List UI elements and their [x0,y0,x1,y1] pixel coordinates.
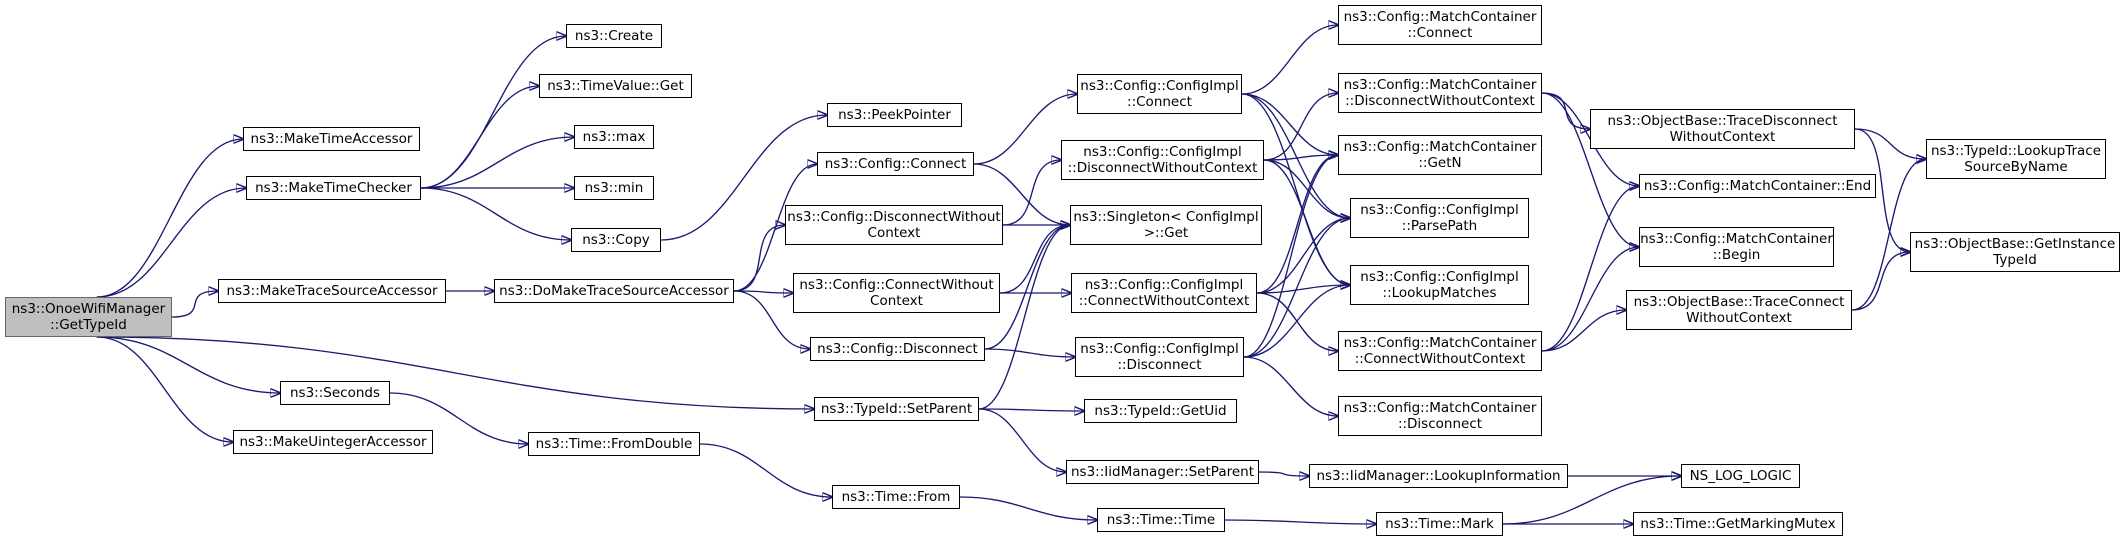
node-min[interactable]: ns3::min [574,176,654,200]
edge-mcConnectWC-to-obTraceConnectWC [1541,310,1626,352]
node-makeTimeChecker[interactable]: ns3::MakeTimeChecker [246,176,421,200]
edge-root-to-makeTraceSourceAccessor [171,291,218,318]
edge-seconds-to-fromDouble [389,392,528,444]
node-implConnectWC[interactable]: ns3::Config::ConfigImpl ::ConnectWithout… [1071,273,1257,313]
node-doMakeTSA[interactable]: ns3::DoMakeTraceSourceAccessor [494,279,734,303]
node-mcConnectWC[interactable]: ns3::Config::MatchContainer ::ConnectWit… [1338,331,1542,371]
node-configDisconnect[interactable]: ns3::Config::Disconnect [810,337,985,361]
node-mcBegin[interactable]: ns3::Config::MatchContainer ::Begin [1639,227,1834,267]
edge-doMakeTSA-to-configConnectWC [733,291,793,293]
edge-setParent-to-iidSetParent [978,408,1066,472]
edge-root-to-setParent [96,336,814,409]
edge-implConnectWC-to-mcConnectWC [1256,292,1338,351]
edge-obTraceConnectWC-to-lookupTraceSource [1851,159,1926,311]
node-makeUintegerAccessor[interactable]: ns3::MakeUintegerAccessor [233,430,433,454]
edge-copy-to-peekPointer [660,115,827,241]
edge-implDisconnect-to-lookupMatches [1243,285,1350,358]
edge-implConnect-to-lookupMatches [1241,93,1350,285]
node-timeMark[interactable]: ns3::Time::Mark [1376,512,1503,536]
edge-timeFrom-to-timeTime [959,496,1097,520]
edge-mcConnectWC-to-mcBegin [1541,247,1639,352]
edge-root-to-makeTimeChecker [96,188,246,298]
node-max[interactable]: ns3::max [574,125,654,149]
edge-makeTimeChecker-to-max [420,137,574,189]
node-mcEnd[interactable]: ns3::Config::MatchContainer::End [1639,174,1876,198]
edge-doMakeTSA-to-configDisconnect [733,290,810,349]
node-root[interactable]: ns3::OnoeWifiManager ::GetTypeId [5,297,172,337]
edge-configConnectWC-to-singletonGet [999,225,1070,294]
edge-obTraceDisconnectWC-to-lookupTraceSource [1854,128,1926,159]
node-seconds[interactable]: ns3::Seconds [280,381,390,405]
node-nsLogLogic[interactable]: NS_LOG_LOGIC [1681,464,1800,488]
edge-obTraceConnectWC-to-getInstanceTypeId [1851,252,1910,311]
edge-configDisconnectWC-to-implDisconnectWC [1002,160,1061,226]
node-obTraceDisconnectWC[interactable]: ns3::ObjectBase::TraceDisconnect Without… [1590,109,1855,149]
node-timeValueGet[interactable]: ns3::TimeValue::Get [539,74,692,98]
node-makeTimeAccessor[interactable]: ns3::MakeTimeAccessor [243,127,420,151]
edge-implDisconnectWC-to-mcGetN [1263,155,1338,161]
edge-timeTime-to-timeMark [1224,520,1376,524]
edge-implDisconnect-to-parsePath [1243,218,1350,358]
edge-mcConnectWC-to-mcEnd [1541,186,1639,352]
node-configConnect[interactable]: ns3::Config::Connect [817,152,974,176]
node-setParent[interactable]: ns3::TypeId::SetParent [814,397,979,421]
node-obTraceConnectWC[interactable]: ns3::ObjectBase::TraceConnect WithoutCon… [1626,290,1852,330]
edge-timeMark-to-nsLogLogic [1502,476,1681,525]
node-lookupMatches[interactable]: ns3::Config::ConfigImpl ::LookupMatches [1350,265,1529,305]
edge-implDisconnect-to-mcDisconnect [1243,356,1338,416]
edge-implDisconnect-to-mcGetN [1243,155,1338,358]
node-singletonGet[interactable]: ns3::Singleton< ConfigImpl >::Get [1070,205,1262,245]
node-parsePath[interactable]: ns3::Config::ConfigImpl ::ParsePath [1350,198,1529,238]
edge-implConnectWC-to-lookupMatches [1256,285,1350,294]
edge-root-to-makeTimeAccessor [96,139,243,298]
edge-implConnect-to-mcGetN [1241,93,1338,155]
edge-root-to-seconds [96,336,280,393]
edge-implConnect-to-mcConnect [1241,25,1338,95]
node-implDisconnect[interactable]: ns3::Config::ConfigImpl ::Disconnect [1075,337,1244,377]
node-mcDisconnectWC[interactable]: ns3::Config::MatchContainer ::Disconnect… [1338,73,1542,113]
edge-implConnectWC-to-parsePath [1256,218,1350,294]
node-implConnect[interactable]: ns3::Config::ConfigImpl ::Connect [1077,74,1242,114]
edge-configDisconnect-to-singletonGet [984,225,1070,350]
node-timeFrom[interactable]: ns3::Time::From [832,485,960,509]
node-fromDouble[interactable]: ns3::Time::FromDouble [528,432,700,456]
edge-iidSetParent-to-lookupInformation [1258,472,1309,476]
edge-mcDisconnectWC-to-mcBegin [1541,92,1639,247]
node-mcGetN[interactable]: ns3::Config::MatchContainer ::GetN [1338,135,1542,175]
edge-implDisconnectWC-to-parsePath [1263,159,1350,218]
node-configConnectWC[interactable]: ns3::Config::ConnectWithout Context [793,273,1000,313]
edge-root-to-makeUintegerAccessor [96,336,233,442]
node-iidSetParent[interactable]: ns3::IidManager::SetParent [1066,460,1259,484]
node-configDisconnectWC[interactable]: ns3::Config::DisconnectWithout Context [785,205,1003,245]
edge-doMakeTSA-to-configDisconnectWC [733,225,785,292]
node-getInstanceTypeId[interactable]: ns3::ObjectBase::GetInstance TypeId [1910,232,2120,272]
node-copy[interactable]: ns3::Copy [571,228,661,252]
node-makeTraceSourceAccessor[interactable]: ns3::MakeTraceSourceAccessor [218,279,446,303]
edge-makeTimeChecker-to-copy [420,187,571,240]
edge-implDisconnectWC-to-mcDisconnectWC [1263,93,1338,161]
node-mcDisconnect[interactable]: ns3::Config::MatchContainer ::Disconnect [1338,396,1542,436]
edge-obTraceDisconnectWC-to-getInstanceTypeId [1854,128,1910,252]
edge-configConnect-to-implConnect [973,94,1077,165]
edge-fromDouble-to-timeFrom [699,443,832,497]
edge-implConnect-to-parsePath [1241,93,1350,218]
node-lookupTraceSource[interactable]: ns3::TypeId::LookupTrace SourceByName [1926,139,2106,179]
node-getMarkingMutex[interactable]: ns3::Time::GetMarkingMutex [1633,512,1843,536]
node-peekPointer[interactable]: ns3::PeekPointer [827,103,962,127]
edge-configDisconnect-to-implDisconnect [984,348,1075,357]
edge-setParent-to-singletonGet [978,225,1070,410]
node-getUid[interactable]: ns3::TypeId::GetUid [1084,399,1237,423]
node-implDisconnectWC[interactable]: ns3::Config::ConfigImpl ::DisconnectWith… [1061,140,1264,180]
edge-implDisconnectWC-to-lookupMatches [1263,159,1350,285]
node-timeTime[interactable]: ns3::Time::Time [1097,508,1225,532]
edge-implConnectWC-to-mcGetN [1256,155,1338,294]
node-mcConnect[interactable]: ns3::Config::MatchContainer ::Connect [1338,5,1542,45]
edge-makeTimeChecker-to-timeValueGet [420,86,539,189]
edge-setParent-to-getUid [978,409,1084,411]
node-lookupInformation[interactable]: ns3::IidManager::LookupInformation [1309,464,1568,488]
edge-configConnect-to-singletonGet [973,163,1070,225]
node-create[interactable]: ns3::Create [566,24,662,48]
